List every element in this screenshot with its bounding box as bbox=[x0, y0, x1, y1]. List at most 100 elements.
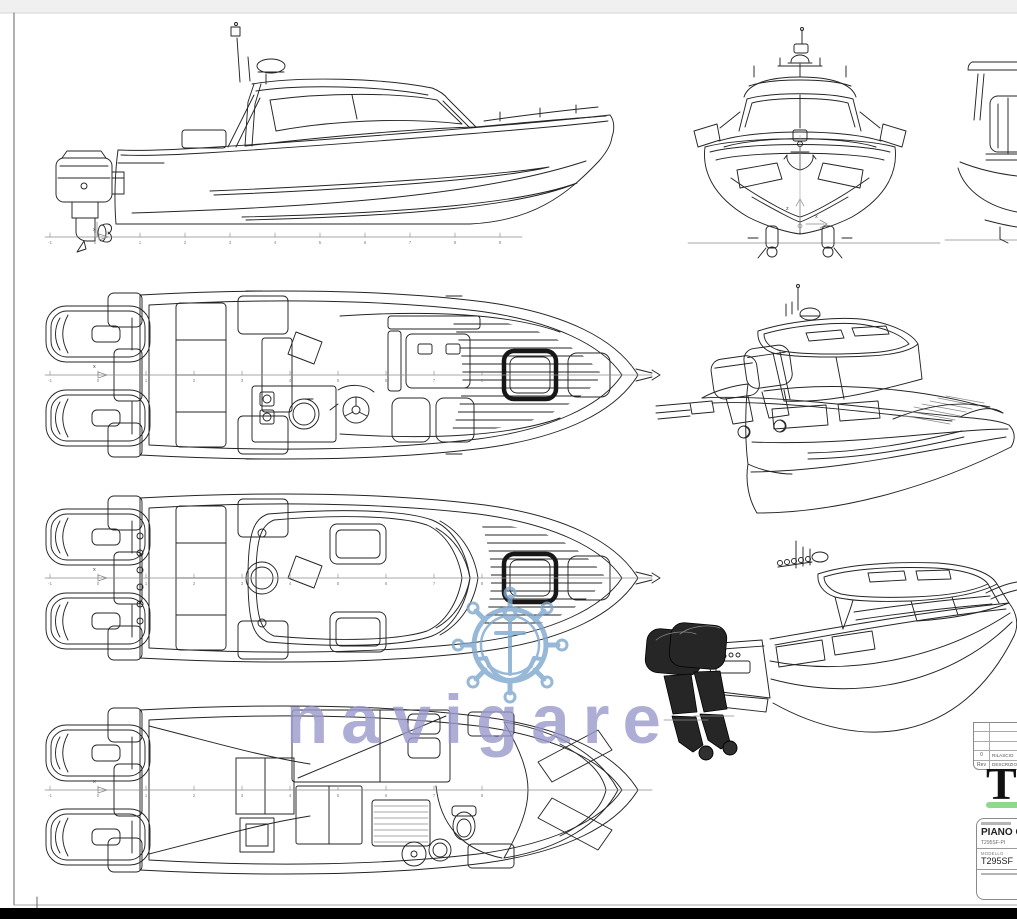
brand-letter: T bbox=[986, 758, 1017, 809]
ruler-tick-label: 9 bbox=[499, 240, 502, 245]
ruler-tick-label: -1 bbox=[48, 581, 53, 586]
ruler-tick-label: 7 bbox=[433, 378, 436, 383]
ruler-tick-label: 3 bbox=[241, 581, 244, 586]
iso-view-stern-starboard bbox=[644, 540, 1017, 761]
revision-row bbox=[974, 731, 1017, 741]
ruler-tick-label: 4 bbox=[274, 240, 277, 245]
plan-view-cabin: -1 0 1 2 3 4 5 6 7 8 x bbox=[44, 705, 653, 875]
bow-view: z x bbox=[687, 27, 941, 259]
outboard-engine-icon bbox=[55, 150, 125, 253]
bow-roller bbox=[635, 571, 661, 585]
ruler-tick-label: -1 bbox=[48, 378, 53, 383]
iso2-dark-engines bbox=[644, 622, 738, 761]
ruler-tick-label: 2 bbox=[193, 581, 196, 586]
stern-partial-view bbox=[944, 61, 1017, 244]
bottom-band bbox=[0, 908, 1017, 919]
iso1-engines bbox=[710, 344, 793, 400]
cockpit-interior bbox=[175, 295, 561, 455]
foredeck-planks bbox=[452, 323, 602, 429]
plan-view-hardtop: -1 0 1 2 3 4 5 6 7 8 x bbox=[44, 493, 661, 663]
ruler-tick-label: 6 bbox=[385, 378, 388, 383]
bow-prop-units bbox=[747, 225, 853, 259]
revision-row bbox=[974, 740, 1017, 751]
engine-plan-3b bbox=[45, 808, 151, 866]
sheet-frame bbox=[0, 12, 1017, 912]
ruler-tick-label: 8 bbox=[481, 793, 484, 798]
revision-row: RevDESCRIZIONE bbox=[974, 759, 1017, 769]
hardtop-roof bbox=[247, 510, 479, 653]
ruler-tick-label: 6 bbox=[385, 581, 388, 586]
hull-side bbox=[114, 94, 615, 225]
bow-mast-icon bbox=[777, 27, 823, 78]
cabin-interior bbox=[148, 709, 619, 869]
ruler-tick-label: 4 bbox=[289, 793, 292, 798]
engine-plan-1a bbox=[45, 305, 151, 363]
revision-row bbox=[974, 723, 1017, 732]
ruler-tick-label: 5 bbox=[337, 378, 340, 383]
ruler-tick-label: 1 bbox=[145, 581, 148, 586]
ruler-tick-label: 7 bbox=[409, 240, 412, 245]
engine-plan-3a bbox=[45, 724, 151, 782]
iso-view-stern-port bbox=[655, 284, 1015, 514]
ruler-tick-label: 0 bbox=[97, 793, 100, 798]
ruler-tick-label: 5 bbox=[319, 240, 322, 245]
ruler-tick-label: 2 bbox=[184, 240, 187, 245]
aft-cockpit bbox=[136, 498, 323, 660]
ruler-tick-label: 8 bbox=[481, 581, 484, 586]
title-block: PIANO G T295SF-PI MODELLO T295SF bbox=[976, 818, 1017, 900]
doc-code: T295SF-PI bbox=[981, 839, 1006, 846]
ruler-tick-label: 3 bbox=[229, 240, 232, 245]
brand-logo: T bbox=[986, 758, 1017, 809]
hardtop-cabin-side bbox=[244, 78, 607, 147]
axis-x-label: x bbox=[93, 779, 96, 785]
radar-dome-icon bbox=[256, 58, 286, 85]
brand-underline bbox=[986, 802, 1017, 808]
ruler-tick-label: 6 bbox=[364, 240, 367, 245]
ruler-tick-label: 5 bbox=[337, 581, 340, 586]
scale-ruler-plan3: -1 0 1 2 3 4 5 6 7 8 bbox=[44, 785, 653, 798]
ruler-tick-label: 1 bbox=[145, 793, 148, 798]
axis-marker-bow: z x bbox=[786, 198, 828, 229]
ruler-tick-label: 3 bbox=[241, 378, 244, 383]
doc-title: PIANO G bbox=[981, 826, 1017, 838]
ruler-tick-label: 2 bbox=[193, 378, 196, 383]
micro-label-bar bbox=[981, 822, 1011, 825]
ruler-tick-label: 7 bbox=[433, 793, 436, 798]
ruler-tick-label: -1 bbox=[48, 240, 53, 245]
ruler-tick-label: 4 bbox=[289, 581, 292, 586]
ruler-tick-label: 4 bbox=[289, 378, 292, 383]
engine-plan-2b bbox=[45, 592, 151, 650]
engine-plan-1b bbox=[45, 389, 151, 447]
axis-x-label: x bbox=[815, 214, 818, 220]
ruler-tick-label: 5 bbox=[337, 793, 340, 798]
ruler-tick-label: 6 bbox=[385, 793, 388, 798]
foredeck-planks bbox=[482, 526, 606, 631]
ruler-tick-label: 7 bbox=[433, 581, 436, 586]
ruler-tick-label: 0 bbox=[94, 240, 97, 245]
ruler-tick-label: 1 bbox=[139, 240, 142, 245]
ruler-tick-label: 2 bbox=[193, 793, 196, 798]
ruler-tick-label: 0 bbox=[97, 378, 100, 383]
scale-ruler-plan2: -1 0 1 2 3 4 5 6 7 8 bbox=[44, 573, 653, 586]
model-label: MODELLO bbox=[981, 851, 1004, 856]
divider bbox=[977, 848, 1017, 849]
ruler-tick-label: -1 bbox=[48, 793, 53, 798]
ruler-tick-label: 3 bbox=[241, 793, 244, 798]
top-band bbox=[0, 0, 1017, 13]
ruler-tick-label: 8 bbox=[454, 240, 457, 245]
ruler-tick-label: 1 bbox=[145, 378, 148, 383]
ruler-tick-label: 0 bbox=[97, 581, 100, 586]
antenna-icon bbox=[230, 22, 251, 83]
bow-hull bbox=[693, 111, 907, 235]
micro-footer-bar bbox=[981, 872, 1017, 875]
axis-z-label: z bbox=[786, 206, 789, 212]
axis-x-label: x bbox=[93, 567, 96, 573]
engine-plan-2a bbox=[45, 508, 151, 566]
divider bbox=[977, 868, 1017, 870]
